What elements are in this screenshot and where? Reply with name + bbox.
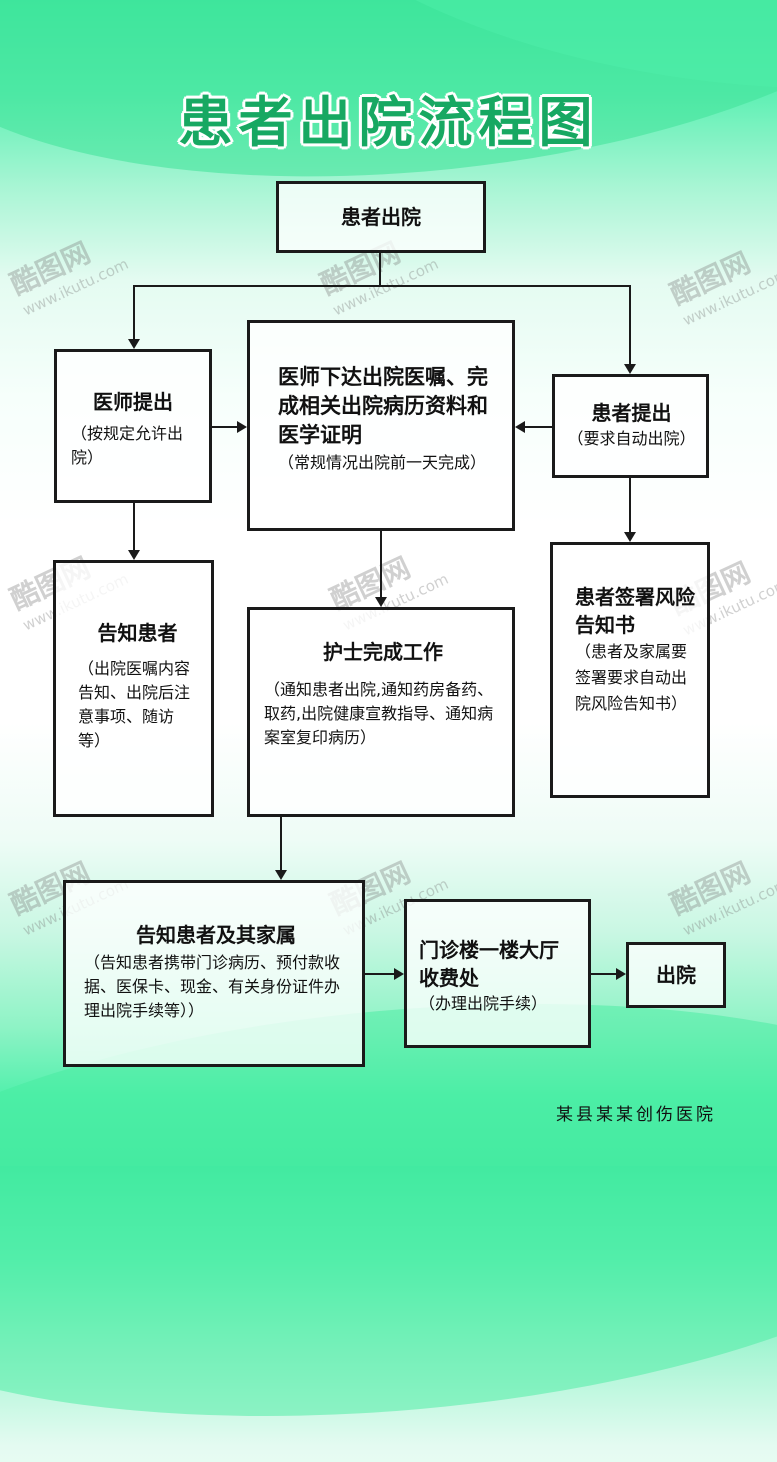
node-note: （按规定允许出院） <box>71 424 184 467</box>
node-note: （通知患者出院,通知药房备药、取药,出院健康宣教指导、通知病案室复印病历） <box>264 680 494 747</box>
node-title: 医师下达出院医嘱、完成相关出院病历资料和医学证明 <box>278 365 488 447</box>
connector <box>525 426 552 428</box>
node-discharge: 出院 <box>626 942 726 1008</box>
connector <box>629 285 631 365</box>
arrow-down-icon <box>128 550 140 560</box>
page-title: 患者出院流程图 <box>178 91 599 154</box>
arrow-right-icon <box>616 968 626 980</box>
connector <box>280 817 282 871</box>
connector <box>629 478 631 533</box>
node-title: 护士完成工作 <box>323 640 443 664</box>
arrow-down-icon <box>624 364 636 374</box>
node-inform-family: 告知患者及其家属 （告知患者携带门诊病历、预付款收据、医保卡、现金、有关身份证件… <box>63 880 365 1067</box>
node-patient-sign: 患者签署风险告知书 （患者及家属要签署要求自动出院风险告知书） <box>550 542 710 798</box>
connector <box>133 503 135 551</box>
connector <box>365 973 395 975</box>
node-start: 患者出院 <box>276 181 486 253</box>
node-doctor-order: 医师下达出院医嘱、完成相关出院病历资料和医学证明 （常规情况出院前一天完成） <box>247 320 515 531</box>
connector <box>133 285 135 340</box>
hospital-name: 某县某某创伤医院 <box>556 1105 716 1125</box>
node-inform-patient: 告知患者 （出院医嘱内容告知、出院后注意事项、随访等） <box>53 560 214 817</box>
connector <box>380 531 382 598</box>
node-note: （常规情况出院前一天完成） <box>278 453 487 472</box>
arrow-down-icon <box>375 597 387 607</box>
arrow-down-icon <box>275 870 287 880</box>
node-title: 门诊楼一楼大厅收费处 <box>419 938 559 990</box>
node-note: （患者及家属要签署要求自动出院风险告知书） <box>575 642 688 713</box>
connector <box>591 973 617 975</box>
node-note: （要求自动出院） <box>567 429 696 448</box>
arrow-down-icon <box>624 532 636 542</box>
node-title: 患者出院 <box>341 205 421 229</box>
arrow-right-icon <box>237 421 247 433</box>
node-cashier: 门诊楼一楼大厅收费处 （办理出院手续） <box>404 899 591 1048</box>
node-note: （办理出院手续） <box>419 994 548 1013</box>
node-title: 出院 <box>656 963 696 987</box>
node-title: 患者提出 <box>591 401 672 425</box>
connector <box>379 253 381 286</box>
arrow-right-icon <box>394 968 404 980</box>
node-doctor-propose: 医师提出 （按规定允许出院） <box>54 349 212 503</box>
node-title: 医师提出 <box>93 390 173 414</box>
arrow-down-icon <box>128 339 140 349</box>
node-title: 患者签署风险告知书 <box>575 585 695 637</box>
arrow-left-icon <box>515 421 525 433</box>
node-title: 告知患者及其家属 <box>136 923 296 947</box>
node-nurse-work: 护士完成工作 （通知患者出院,通知药房备药、取药,出院健康宣教指导、通知病案室复… <box>247 607 515 817</box>
connector <box>133 285 631 287</box>
connector <box>212 426 238 428</box>
node-title: 告知患者 <box>97 621 178 645</box>
node-note: （告知患者携带门诊病历、预付款收据、医保卡、现金、有关身份证件办理出院手续等）） <box>84 953 341 1020</box>
node-patient-propose: 患者提出 （要求自动出院） <box>552 374 709 478</box>
node-note: （出院医嘱内容告知、出院后注意事项、随访等） <box>78 659 191 750</box>
